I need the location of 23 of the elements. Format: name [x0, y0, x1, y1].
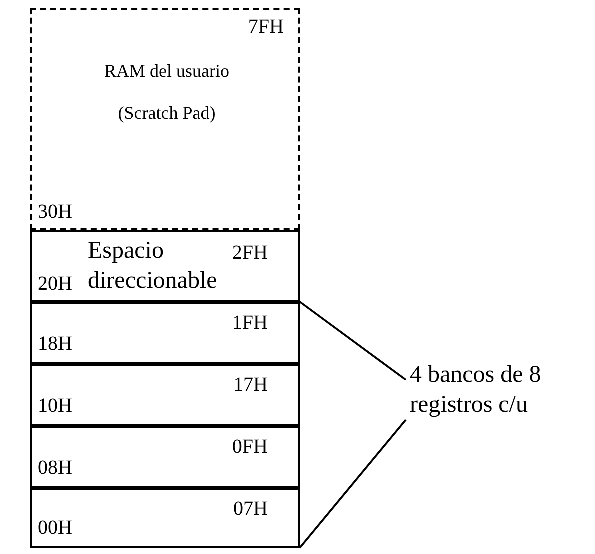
- address-label: 17H: [234, 374, 268, 397]
- memory-region-box: [30, 8, 300, 230]
- address-label: 18H: [38, 333, 72, 356]
- memory-block: [30, 426, 300, 488]
- address-label: 07H: [234, 498, 268, 521]
- address-label: 0FH: [232, 436, 268, 459]
- memory-block: [30, 488, 300, 548]
- memory-block: [30, 230, 300, 302]
- address-label: 20H: [38, 273, 72, 296]
- address-label: 1FH: [232, 312, 268, 335]
- address-label: 7FH: [248, 16, 284, 39]
- address-label: 08H: [38, 457, 72, 480]
- address-label: 00H: [38, 517, 72, 540]
- leader-line: [299, 301, 407, 381]
- address-label: 30H: [38, 201, 72, 224]
- memory-block: [30, 302, 300, 364]
- address-label: 2FH: [232, 242, 268, 265]
- region-label: RAM del usuario (Scratch Pad): [104, 60, 230, 125]
- region-label: Espacio direccionable: [88, 237, 218, 296]
- address-label: 10H: [38, 395, 72, 418]
- memory-block: [30, 364, 300, 426]
- annotation-text: 4 bancos de 8 registros c/u: [410, 361, 542, 420]
- leader-line: [299, 419, 407, 549]
